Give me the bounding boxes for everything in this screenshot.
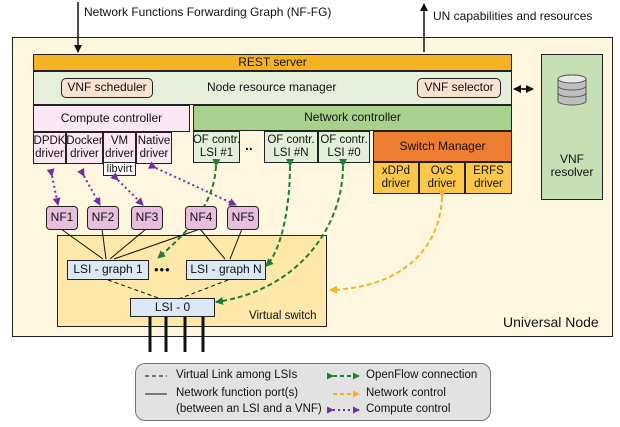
nf-box-1: NF1 (46, 206, 78, 230)
legend-network-control-label: Network control (366, 387, 446, 399)
sm-driver-erfs: ERFS driver (465, 162, 512, 194)
nf-box-4: NF4 (185, 206, 217, 230)
un-capabilities-label: UN capabilities and resources (433, 9, 593, 23)
nf-box-3: NF3 (131, 206, 163, 230)
network-control-arrow (329, 189, 447, 294)
database-icon (557, 74, 587, 106)
universal-node-label: Universal Node (503, 314, 599, 330)
nf-box-5: NF5 (227, 206, 259, 230)
compute-control-arrows (46, 161, 237, 206)
vnf-scheduler: VNF scheduler (61, 78, 153, 98)
nf-box-2: NF2 (87, 206, 119, 230)
nffg-label: Network Functions Forwarding Graph (NF-F… (84, 5, 332, 19)
sm-driver-xdpd: xDPd driver (373, 162, 419, 194)
legend-compute-control-label: Compute control (366, 403, 451, 415)
legend-nf-port-label-2: (between an LSI and a VNF) (176, 403, 322, 415)
vnf-selector: VNF selector (417, 78, 501, 98)
compute-driver-vm: VM driver (103, 132, 136, 164)
node-resource-manager-label: Node resource manager (207, 80, 337, 94)
vnf-resolver-label: VNF resolver (550, 151, 594, 179)
lsi-graph-n: LSI - graph N (186, 260, 266, 280)
of-controller-ellipsis: .. (245, 137, 253, 153)
of-controller-lsi-1: OF contr. LSI #1 (193, 131, 240, 163)
lsi-ellipsis: ••• (154, 262, 171, 277)
network-controller: Network controller (193, 105, 512, 131)
legend (135, 363, 491, 421)
switch-manager: Switch Manager (373, 131, 512, 162)
compute-driver-native: Native driver (136, 132, 172, 164)
compute-controller: Compute controller (33, 105, 190, 132)
virtual-switch-label: Virtual switch (249, 310, 317, 322)
legend-nf-port-label-1: Network function port(s) (176, 387, 299, 399)
physical-ports (148, 316, 205, 352)
legend-openflow-label: OpenFlow connection (366, 369, 478, 381)
lsi-0: LSI - 0 (130, 298, 215, 317)
compute-driver-docker: Docker driver (66, 132, 103, 164)
sm-driver-ovs: OvS driver (419, 162, 465, 194)
legend-virtual-link-label: Virtual Link among LSIs (176, 369, 298, 381)
rest-server: REST server (33, 54, 512, 71)
lsi-graph-1: LSI - graph 1 (67, 260, 149, 280)
compute-driver-dpdk: DPDK driver (33, 132, 66, 164)
